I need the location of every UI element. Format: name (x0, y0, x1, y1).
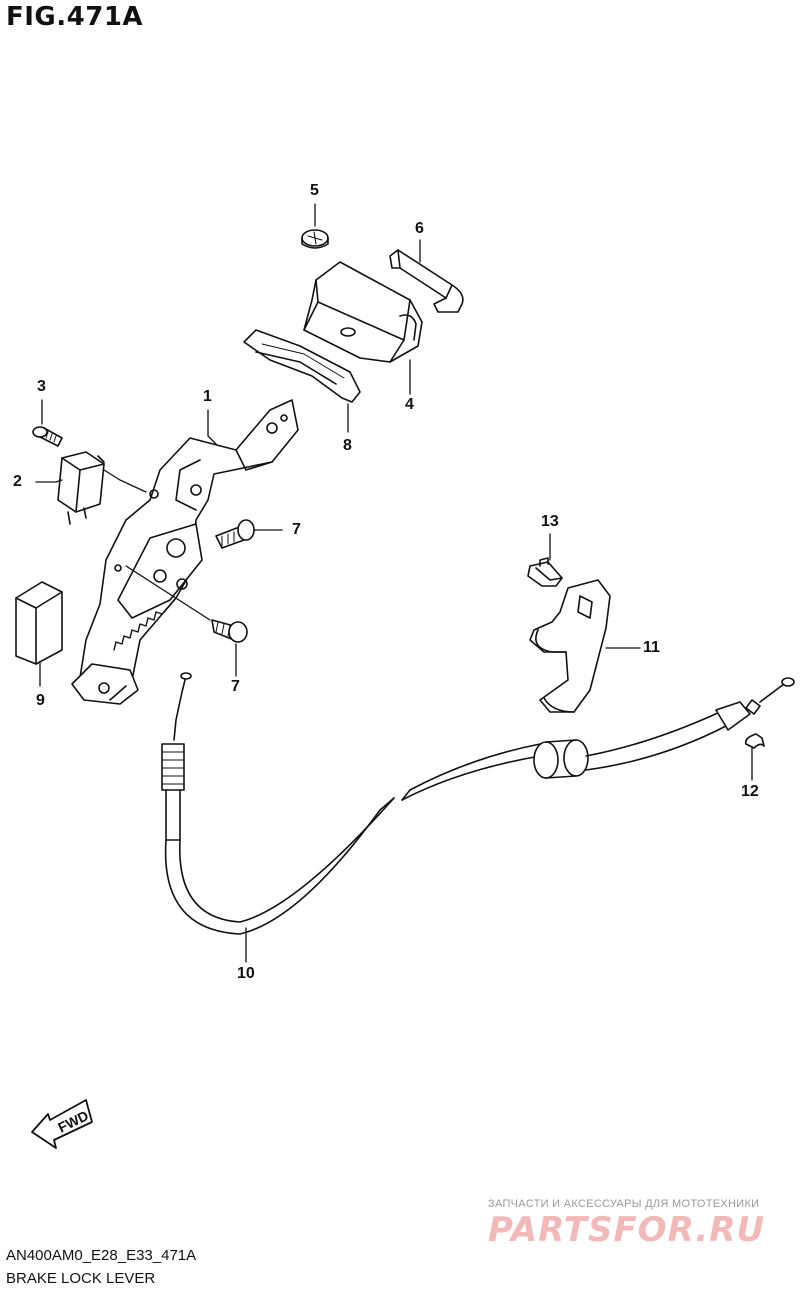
callout-11: 11 (643, 639, 660, 656)
callout-4: 4 (405, 396, 414, 413)
callout-7-upper: 7 (292, 521, 301, 538)
part-12-eclip (744, 733, 765, 749)
figure-caption: BRAKE LOCK LEVER (6, 1270, 156, 1287)
callout-1: 1 (203, 388, 212, 405)
leader-lines (35, 203, 753, 963)
callout-8: 8 (343, 437, 352, 454)
fwd-arrow-icon (31, 1099, 93, 1149)
callout-2: 2 (13, 473, 22, 490)
part-2-switch (57, 451, 105, 525)
part-9-pad (15, 581, 63, 665)
part-7-bolt-upper (215, 519, 255, 549)
part-5-screw (301, 229, 329, 249)
figure-title: FIG.471A (6, 2, 144, 32)
callout-5: 5 (310, 182, 319, 199)
callout-9: 9 (36, 692, 45, 709)
callout-7-lower: 7 (231, 678, 240, 695)
part-3-bolt (32, 426, 63, 447)
part-10-cable (161, 672, 795, 935)
watermark-logo: PARTSFOR.RU (488, 1210, 766, 1250)
watermark-tagline: ЗАПЧАСТИ И АКСЕССУАРЫ ДЛЯ МОТОТЕХНИКИ (488, 1198, 760, 1210)
callout-3: 3 (37, 378, 46, 395)
part-6-clip (389, 249, 464, 313)
part-7-bolt-lower (211, 619, 248, 643)
callout-13: 13 (541, 513, 559, 530)
callout-6: 6 (415, 220, 424, 237)
part-8-pad (243, 329, 361, 403)
part-4-cover (303, 261, 423, 363)
callout-10: 10 (237, 965, 255, 982)
figure-code: AN400AM0_E28_E33_471A (6, 1247, 197, 1264)
callout-12: 12 (741, 783, 759, 800)
part-11-clamp (529, 579, 611, 713)
part-13-bolt (527, 557, 563, 587)
part-1-bracket (71, 399, 299, 705)
